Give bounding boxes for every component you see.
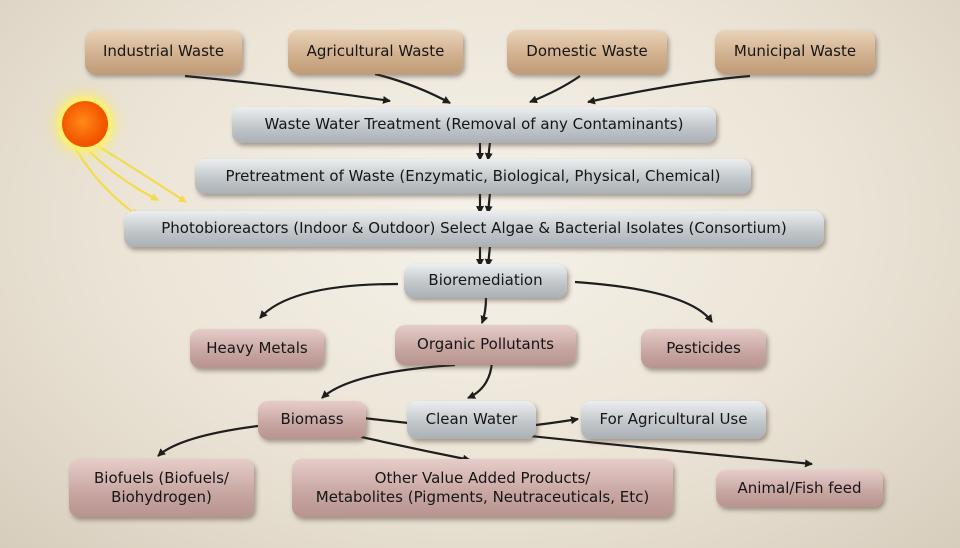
waste-water-treatment-box: Waste Water Treatment (Removal of any Co… — [232, 107, 716, 143]
arrow-organic-to-clean-water — [467, 361, 494, 400]
photobioreactors-box: Photobioreactors (Indoor & Outdoor) Sele… — [124, 211, 824, 247]
arrow-bioremediation-to-pesticides — [574, 280, 713, 323]
arrow-municipal-to-treatment — [587, 74, 751, 105]
arrow-industrial-to-treatment — [184, 74, 391, 104]
municipal-waste-box: Municipal Waste — [715, 30, 875, 74]
heavy-metals-box: Heavy Metals — [190, 329, 324, 368]
biofuels-box: Biofuels (Biofuels/ Biohydrogen) — [69, 459, 254, 517]
arrow-organic-to-biomass — [321, 363, 456, 399]
clean-water-box: Clean Water — [407, 401, 536, 439]
animal-fish-feed-box: Animal/Fish feed — [716, 470, 883, 507]
sunlight-ray-1 — [71, 141, 139, 217]
pesticides-box: Pesticides — [641, 329, 766, 368]
sunlight-ray-3 — [97, 145, 187, 203]
sun-icon — [62, 101, 108, 147]
pretreatment-box: Pretreatment of Waste (Enzymatic, Biolog… — [195, 159, 751, 194]
bioremediation-box: Bioremediation — [404, 264, 567, 298]
organic-pollutants-box: Organic Pollutants — [395, 325, 576, 365]
agricultural-use-box: For Agricultural Use — [581, 401, 766, 439]
domestic-waste-box: Domestic Waste — [507, 30, 667, 74]
sunlight-ray-2 — [83, 145, 159, 201]
arrow-domestic-to-treatment — [529, 75, 581, 104]
arrow-treatment-to-pretreatment-b — [484, 141, 493, 161]
arrow-clean-water-to-agri — [535, 416, 579, 427]
value-added-products-box: Other Value Added Products/ Metabolites … — [292, 459, 673, 517]
agricultural-waste-box: Agricultural Waste — [288, 30, 463, 74]
industrial-waste-box: Industrial Waste — [85, 30, 242, 74]
arrow-agricultural-to-treatment — [374, 72, 451, 104]
arrow-biomass-to-biofuels — [157, 424, 259, 457]
arrow-pretreatment-to-pbr-b — [484, 192, 493, 214]
arrow-bioremediation-to-heavy-metals — [259, 282, 399, 319]
arrow-pbr-to-bioremediation-b — [484, 245, 493, 267]
biomass-box: Biomass — [258, 401, 366, 439]
arrow-bioremediation-to-organic — [480, 297, 489, 324]
